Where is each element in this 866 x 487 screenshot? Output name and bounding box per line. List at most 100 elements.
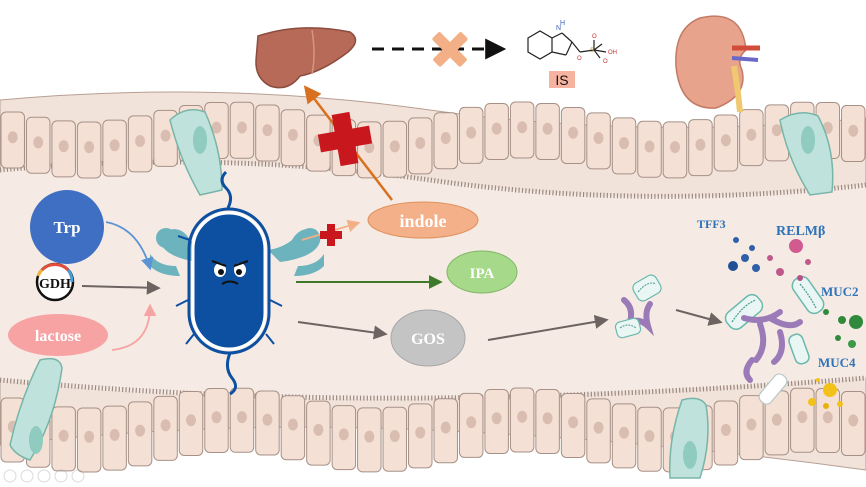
cell-nucleus [746,418,757,431]
cell-nucleus [593,132,604,145]
cell-nucleus [720,423,731,436]
secreted-factor-dot [835,335,841,341]
cell-nucleus [58,429,69,442]
secreted-factor-dot [749,245,755,251]
cell-nucleus [415,426,426,439]
cell-nucleus [186,414,197,427]
is-label-box [549,71,575,88]
secreted-factor-dot [823,309,829,315]
cell-nucleus [287,128,298,141]
cell-nucleus [542,412,553,425]
watermark-icons [3,469,85,483]
cell-nucleus [211,411,222,424]
gdh-label: GDH [39,277,71,292]
muc2-label: MUC2 [821,284,859,299]
kidney-icon [675,15,760,113]
secreted-factor-dot [808,398,816,406]
secreted-factor-dot [823,403,829,409]
mucin-cluster-small-icon [614,274,662,339]
secreted-factor-dot [741,254,749,262]
cell-nucleus [236,411,247,424]
cell-nucleus [517,410,528,423]
gos-label: GOS [411,331,445,348]
cell-nucleus [415,137,426,150]
goblet-cell-bottom-left [9,357,63,461]
lactose-label: lactose [35,328,81,345]
svg-text:N: N [556,25,561,32]
bacterium-icon [150,170,324,396]
small-blocked-cross-icon [320,224,342,246]
cell-nucleus [466,126,477,139]
indole-node: indole [367,201,479,239]
cell-nucleus [466,416,477,429]
blocked-cross-icon [432,32,468,67]
cell-nucleus [771,124,782,137]
svg-text:O: O [592,34,597,40]
cell-nucleus [695,138,706,151]
secreted-factor-dot [848,340,856,348]
cell-nucleus [262,413,273,426]
secreted-factor-dot [776,268,784,276]
cell-nucleus [593,421,604,434]
cell-nucleus [568,416,579,429]
cell-nucleus [848,414,859,427]
goblet-cell-top-left [169,109,223,196]
trp-to-bacterium-arrow [105,221,154,271]
large-blocked-cross-icon [317,111,373,167]
goblet-cell-top-right [779,112,834,196]
cell-nucleus [797,411,808,424]
secreted-factor-dot [797,275,803,281]
svg-text:O: O [577,56,582,62]
cell-nucleus [109,139,120,152]
cell-nucleus [338,428,349,441]
cell-nucleus [33,136,44,149]
cell-nucleus [746,128,757,141]
secreted-factor-dot [767,255,773,261]
trp-node: Trp [30,190,104,264]
cell-nucleus [313,423,324,436]
secreted-factor-dots [728,237,863,409]
ipa-node: IPA [446,250,518,294]
cell-nucleus [568,126,579,139]
cell-nucleus [491,412,502,425]
secreted-factor-dot [805,259,811,265]
secreted-factor-dot [837,401,843,407]
secreted-factor-dot [789,239,803,253]
cell-nucleus [389,430,400,443]
ipa-label: IPA [470,266,495,282]
cell-nucleus [84,141,95,154]
svg-text:S: S [590,48,594,54]
indoxyl-sulfate-structure-icon [527,30,607,60]
cell-nucleus [669,141,680,154]
lactose-to-bacterium-arrow [111,303,157,351]
cell-nucleus [720,134,731,147]
relm-label: RELMβ [776,224,825,239]
cell-nucleus [771,413,782,426]
is-label: IS [555,72,568,88]
secreted-factor-dot [849,315,863,329]
bacterium-to-gos-arrow [297,321,388,340]
cell-nucleus [644,140,655,153]
cell-nucleus [58,140,69,153]
cell-nucleus [84,430,95,443]
goblet-cell-bottom-right [669,397,709,479]
epithelial-cells-bottom [0,387,866,473]
cell-nucleus [389,140,400,153]
muc4-label: MUC4 [818,355,856,370]
lactose-node: lactose [8,314,108,356]
gdh-node: GDH [35,262,75,302]
svg-text:OH: OH [608,50,617,56]
cell-nucleus [135,135,146,148]
cell-nucleus [287,418,298,431]
cell-nucleus [440,421,451,434]
liver-icon [255,27,357,89]
secreted-factor-dot [733,237,739,243]
cell-nucleus [491,122,502,135]
cell-nucleus [644,430,655,443]
cell-nucleus [211,121,222,134]
indole-label: indole [399,211,446,231]
secreted-factor-dot [838,316,846,324]
trp-label: Trp [53,218,80,237]
goblet-to-mucus-arrow [675,309,723,326]
